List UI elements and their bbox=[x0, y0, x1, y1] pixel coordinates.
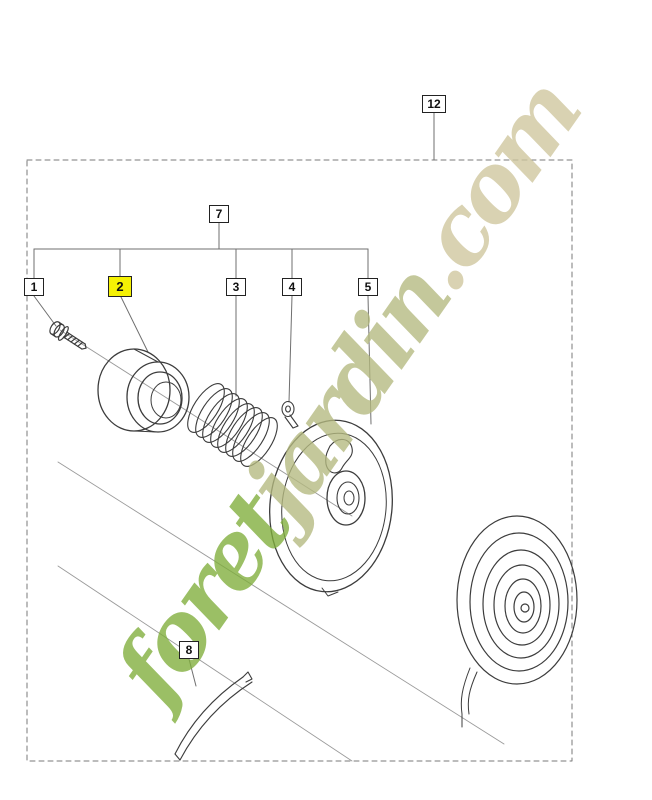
leader-lines bbox=[33, 112, 435, 687]
callout-1[interactable]: 1 bbox=[24, 278, 44, 296]
bolt-part bbox=[49, 321, 87, 350]
boundary-dashed-box bbox=[26, 159, 573, 762]
callout-2-highlighted[interactable]: 2 bbox=[108, 276, 132, 297]
coil-spring-part bbox=[187, 383, 278, 467]
starter-pulley-part bbox=[269, 419, 393, 597]
callout-3[interactable]: 3 bbox=[226, 278, 246, 296]
cover-strip-part bbox=[174, 671, 253, 761]
callout-4[interactable]: 4 bbox=[282, 278, 302, 296]
callout-12[interactable]: 12 bbox=[422, 95, 446, 113]
screw-part bbox=[281, 400, 299, 429]
callout-7[interactable]: 7 bbox=[209, 205, 229, 223]
drum-part bbox=[97, 348, 190, 433]
axis-lines bbox=[57, 329, 505, 762]
callout-8[interactable]: 8 bbox=[179, 641, 199, 659]
callout-5[interactable]: 5 bbox=[358, 278, 378, 296]
recoil-spring-part bbox=[456, 515, 578, 728]
